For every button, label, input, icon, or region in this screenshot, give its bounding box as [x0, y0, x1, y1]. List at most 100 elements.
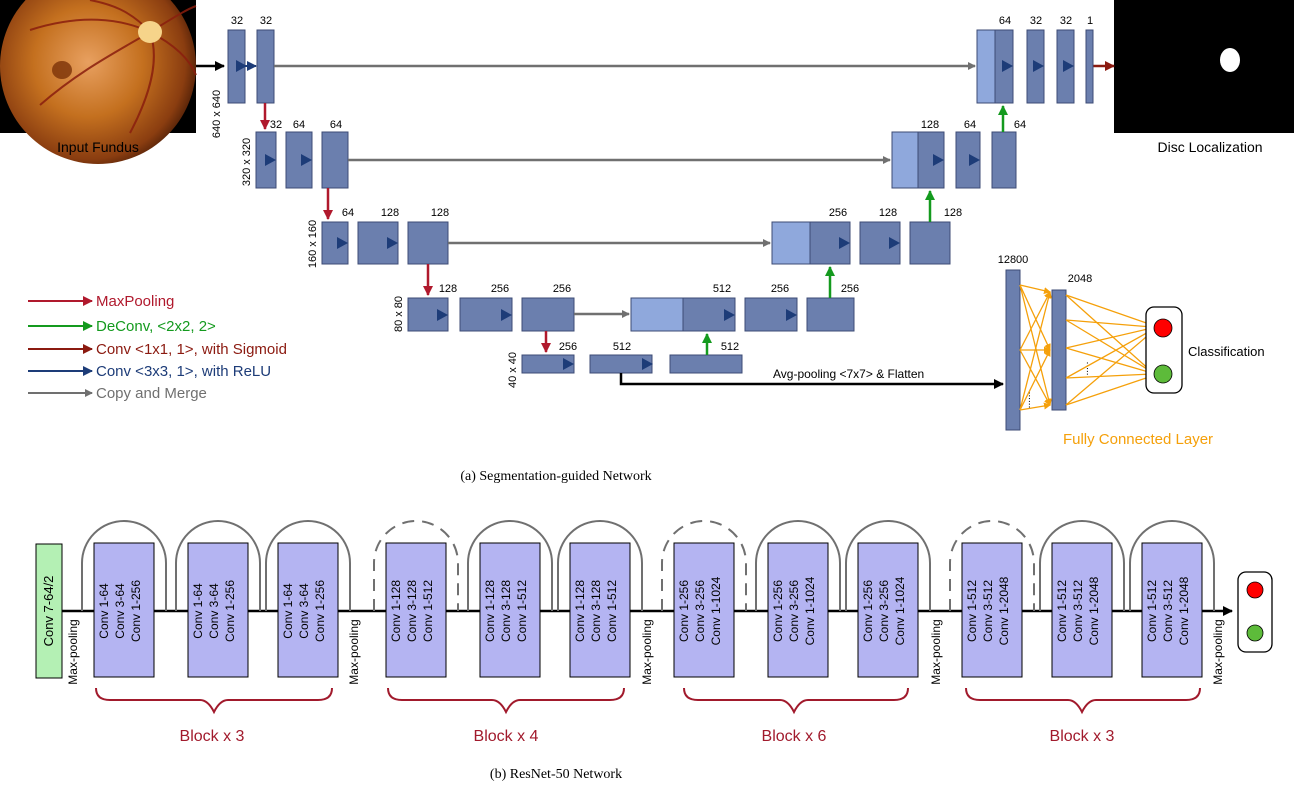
resnet-section: Conv 7-64/2 Max-pooling Max-pooling Max-… — [35, 520, 1273, 745]
deconv-arrows — [702, 105, 1008, 355]
relu-marker — [839, 237, 850, 249]
skip-connection-dashed — [661, 520, 747, 611]
fc-connection — [1019, 284, 1052, 406]
fc-connection — [1065, 325, 1153, 349]
channel-label: 64 — [330, 119, 342, 131]
resolution-label: 320 x 320 — [241, 138, 253, 186]
avgpool-label: Avg-pooling <7x7> & Flatten — [773, 367, 924, 381]
resnet-stage-3: Conv 1-256 Conv 3-256 Conv 1-1024 Conv 1… — [661, 520, 931, 745]
channel-label: 64 — [342, 207, 354, 219]
block-line: Conv 1-512 — [965, 580, 979, 642]
channel-label: 64 — [1014, 119, 1026, 131]
relu-marker — [1033, 60, 1044, 72]
maxpool-arrows — [260, 103, 551, 353]
channel-label: 128 — [381, 207, 399, 219]
block-line: Conv 1-256 — [677, 580, 691, 642]
skip-connection-dashed — [949, 520, 1035, 611]
disc-localization-label: Disc Localization — [1157, 139, 1262, 155]
block-line: Conv 1-64 — [191, 583, 205, 639]
residual-block — [767, 542, 829, 678]
relu-marker — [563, 358, 574, 370]
residual-block — [1141, 542, 1203, 678]
input-fundus-image — [0, 0, 197, 164]
block-line: Conv 3-256 — [877, 580, 891, 642]
block-line: Conv 1-256 — [129, 580, 143, 642]
channel-label: 128 — [944, 207, 962, 219]
avgpool-arrow — [619, 373, 1004, 389]
fc-hidden-count: 2048 — [1068, 273, 1092, 285]
encoder-level-4 — [407, 297, 575, 332]
block-line: Conv 1-64 — [97, 583, 111, 639]
fc-connection — [1065, 374, 1153, 406]
relu-marker — [969, 154, 980, 166]
block-line: Conv 3-128 — [405, 580, 419, 642]
fc-connection — [1065, 319, 1153, 331]
skip-connection-dashed — [373, 520, 459, 611]
relu-arrows — [236, 60, 1074, 370]
fc-connection — [1019, 284, 1051, 351]
legend: MaxPooling DeConv, <2x2, 2> Conv <1x1, 1… — [28, 293, 287, 402]
conv-block — [909, 221, 951, 265]
merged-block — [630, 297, 684, 332]
channel-label: 256 — [829, 207, 847, 219]
channel-label: 256 — [771, 283, 789, 295]
resnet-stage-2: Conv 1-128 Conv 3-128 Conv 1-512 Conv 1-… — [373, 520, 643, 745]
fc-connection — [1019, 349, 1051, 406]
relu-marker — [265, 154, 276, 166]
decoder-level-2 — [891, 131, 1017, 189]
block-line: Conv 1-1024 — [893, 576, 907, 645]
resnet-stage-4: Conv 1-512 Conv 3-512 Conv 1-2048 Conv 1… — [949, 520, 1215, 745]
block-line: Conv 3-256 — [787, 580, 801, 642]
block-line: Conv 3-128 — [589, 580, 603, 642]
maxpool-label: Max-pooling — [347, 619, 361, 684]
fc-dots: ...... — [1022, 392, 1033, 409]
fc-connection — [1065, 294, 1153, 327]
fc-connection — [1065, 370, 1153, 379]
class-green-dot — [1153, 364, 1173, 384]
caption-a: (a) Segmentation-guided Network — [460, 469, 651, 484]
channel-label: 128 — [879, 207, 897, 219]
channel-label: 1 — [1087, 15, 1093, 27]
residual-block — [673, 542, 735, 678]
relu-marker — [724, 309, 735, 321]
conv-block — [407, 221, 449, 265]
block-line: Conv 3-64 — [113, 583, 127, 639]
skip-connection — [265, 520, 351, 611]
merged-block — [976, 29, 996, 104]
block-line: Conv 1-1024 — [709, 576, 723, 645]
residual-block — [569, 542, 631, 678]
block-line: Conv 1-512 — [605, 580, 619, 642]
maxpool-label: Max-pooling — [66, 619, 80, 684]
first-conv-label: Conv 7-64/2 — [41, 576, 56, 647]
block-line: Conv 1-2048 — [1177, 576, 1191, 645]
resolution-label: 40 x 40 — [507, 352, 519, 388]
fully-connected: 12800 2048 ...... ...... C — [998, 254, 1265, 448]
channel-label: 256 — [553, 283, 571, 295]
block-line: Conv 3-64 — [297, 583, 311, 639]
block-line: Conv 1-2048 — [997, 576, 1011, 645]
stage-block-label: Block x 4 — [474, 728, 539, 745]
skip-connection — [81, 520, 167, 611]
residual-block — [187, 542, 249, 678]
legend-maxpool-label: MaxPooling — [96, 293, 174, 310]
relu-marker — [387, 237, 398, 249]
residual-block — [93, 542, 155, 678]
bottleneck-level — [521, 354, 743, 374]
block-line: Conv 1-128 — [389, 580, 403, 642]
channel-label: 32 — [270, 119, 282, 131]
stage-bracket — [965, 687, 1201, 715]
block-line: Conv 1-256 — [861, 580, 875, 642]
fc-input-count: 12800 — [998, 254, 1029, 266]
fc-connection — [1019, 402, 1051, 411]
relu-marker — [301, 154, 312, 166]
block-line: Conv 3-512 — [981, 580, 995, 642]
block-line: Conv 3-512 — [1161, 580, 1175, 642]
conv-block — [991, 131, 1017, 189]
block-line: Conv 3-128 — [499, 580, 513, 642]
maxpool-label: Max-pooling — [1211, 619, 1225, 684]
block-line: Conv 1-64 — [281, 583, 295, 639]
skip-connection — [1129, 520, 1215, 611]
channel-label: 256 — [559, 341, 577, 353]
block-line: Conv 3-512 — [1071, 580, 1085, 642]
fc-connection — [1065, 331, 1153, 406]
